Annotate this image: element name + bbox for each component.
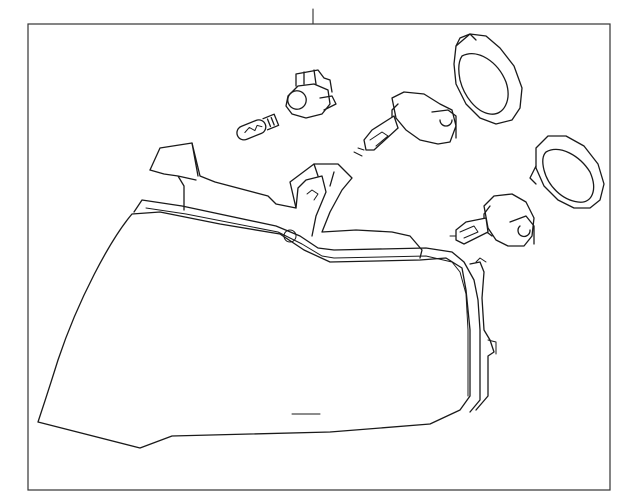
socket-front xyxy=(287,90,337,111)
lens-outline xyxy=(37,211,471,449)
lower-cap-ring xyxy=(535,135,605,209)
high-beam-filament xyxy=(353,131,389,157)
left-mount-bracket xyxy=(149,142,199,211)
socket-body xyxy=(285,83,331,119)
wedge-bulb-base xyxy=(262,113,280,131)
lens-bezel xyxy=(133,199,481,413)
low-beam-glass xyxy=(455,217,489,245)
side-housing xyxy=(469,261,495,411)
dust-cap-icon[interactable] xyxy=(453,33,523,125)
dust-cap-icon[interactable] xyxy=(529,135,605,209)
low-beam-connector xyxy=(509,215,535,245)
wedge-bulb-icon[interactable] xyxy=(235,113,280,142)
halogen-bulb-icon[interactable] xyxy=(449,193,535,247)
upper-cap-tab xyxy=(455,33,477,47)
upper-cap-inner xyxy=(458,53,509,115)
low-beam-base xyxy=(483,193,535,247)
frame-border xyxy=(27,23,611,491)
assembly-frame xyxy=(27,8,611,491)
wedge-bulb-glass xyxy=(236,119,267,141)
socket-connector-icon[interactable] xyxy=(285,69,337,119)
halogen-bulb-icon[interactable] xyxy=(353,91,457,157)
wedge-bulb-filament xyxy=(244,124,263,133)
housing-back xyxy=(149,142,423,259)
right-mount-bracket xyxy=(295,163,335,237)
low-beam-filament xyxy=(449,225,479,239)
lens-bezel-inner xyxy=(145,207,469,397)
socket-top xyxy=(295,69,333,93)
high-beam-connector xyxy=(431,109,457,139)
lower-cap-tab xyxy=(529,165,537,185)
side-tab xyxy=(475,257,497,355)
upper-cap-ring xyxy=(453,33,523,125)
headlamp-housing-icon[interactable] xyxy=(37,142,497,449)
bracket-hole xyxy=(283,189,319,243)
lower-cap-inner xyxy=(542,148,595,203)
high-beam-base xyxy=(391,91,457,145)
